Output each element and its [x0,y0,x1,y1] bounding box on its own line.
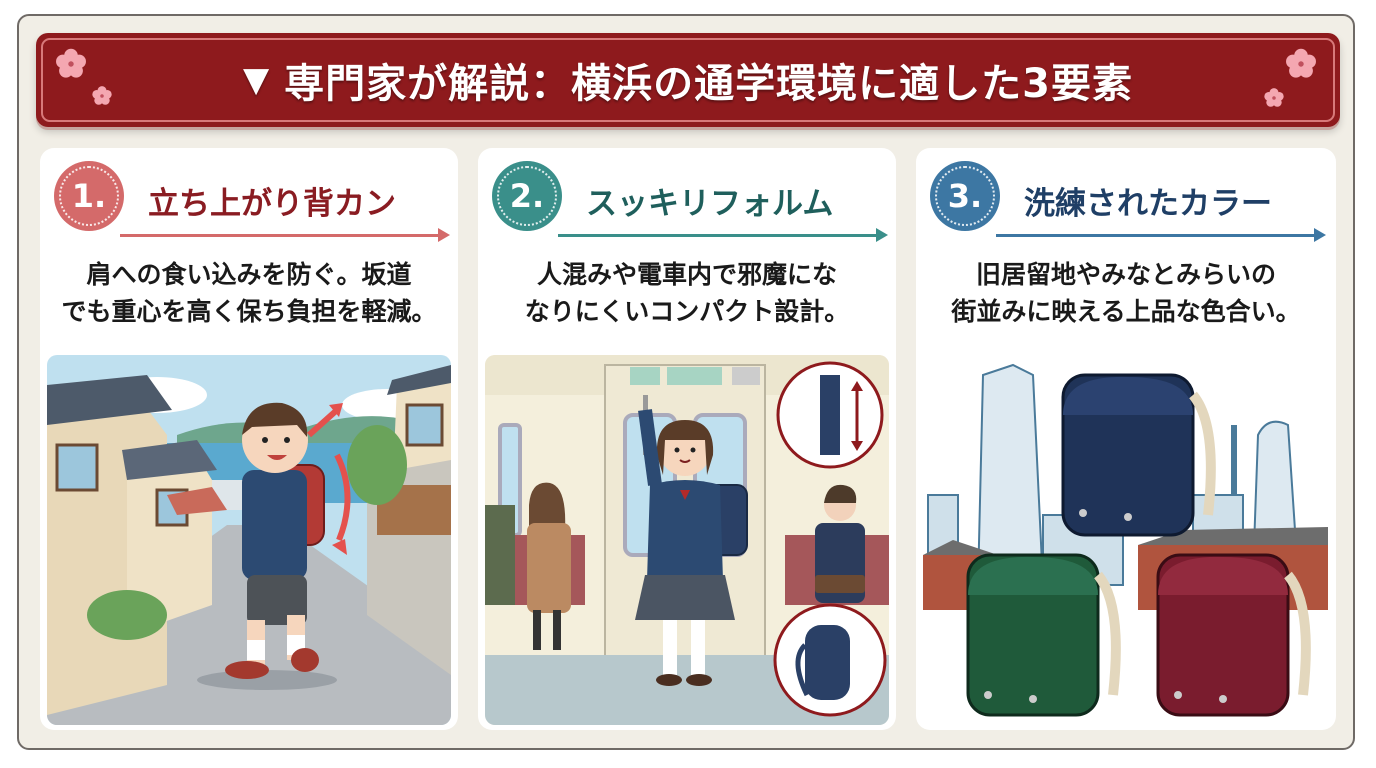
number-badge: 2. [492,161,562,231]
number-badge: 1. [54,161,124,231]
sakura-icon [92,86,112,105]
feature-card-3: 3. 洗練されたカラー 旧居留地やみなとみらいの 街並みに映える上品な色合い。 [916,148,1336,730]
banner-border [41,38,1335,122]
feature-description: 肩への食い込みを防ぐ。坂道 でも重心を高く保ち負担を軽減。 [61,260,437,326]
feature-description: 旧居留地やみなとみらいの 街並みに映える上品な色合い。 [951,260,1301,326]
number-badge: 3. [930,161,1000,231]
feature-heading: 立ち上がり背カン [148,186,396,222]
title-banner: ▼ 専門家が解説：横浜の通学環境に適した3要素 [36,33,1340,127]
feature-heading: スッキリフォルム [586,186,834,222]
sakura-icon [1286,48,1316,78]
illustration-three-colored-randoseru-skyline [923,355,1329,725]
triangle-marker-icon: ▼ [243,60,271,100]
illustration-boy-walking-uphill [47,355,451,725]
feature-description: 人混みや電車内で邪魔にな なりにくいコンパクト設計。 [524,260,850,326]
arrow-right-icon [120,228,450,242]
feature-card-2: 2. スッキリフォルム 人混みや電車内で邪魔にな なりにくいコンパクト設計。 [478,148,896,730]
title-text: 専門家が解説：横浜の通学環境に適した3要素 [284,61,1133,107]
feature-card-1: 1. 立ち上がり背カン 肩への食い込みを防ぐ。坂道 でも重心を高く保ち負担を軽減… [40,148,458,730]
sakura-icon [56,48,86,78]
sakura-icon [1264,88,1284,107]
arrow-right-icon [558,228,888,242]
page-title: ▼ 専門家が解説：横浜の通学環境に適した3要素 [36,33,1340,127]
illustration-girl-in-train [485,355,889,725]
feature-heading: 洗練されたカラー [1024,186,1272,222]
arrow-right-icon [996,228,1326,242]
